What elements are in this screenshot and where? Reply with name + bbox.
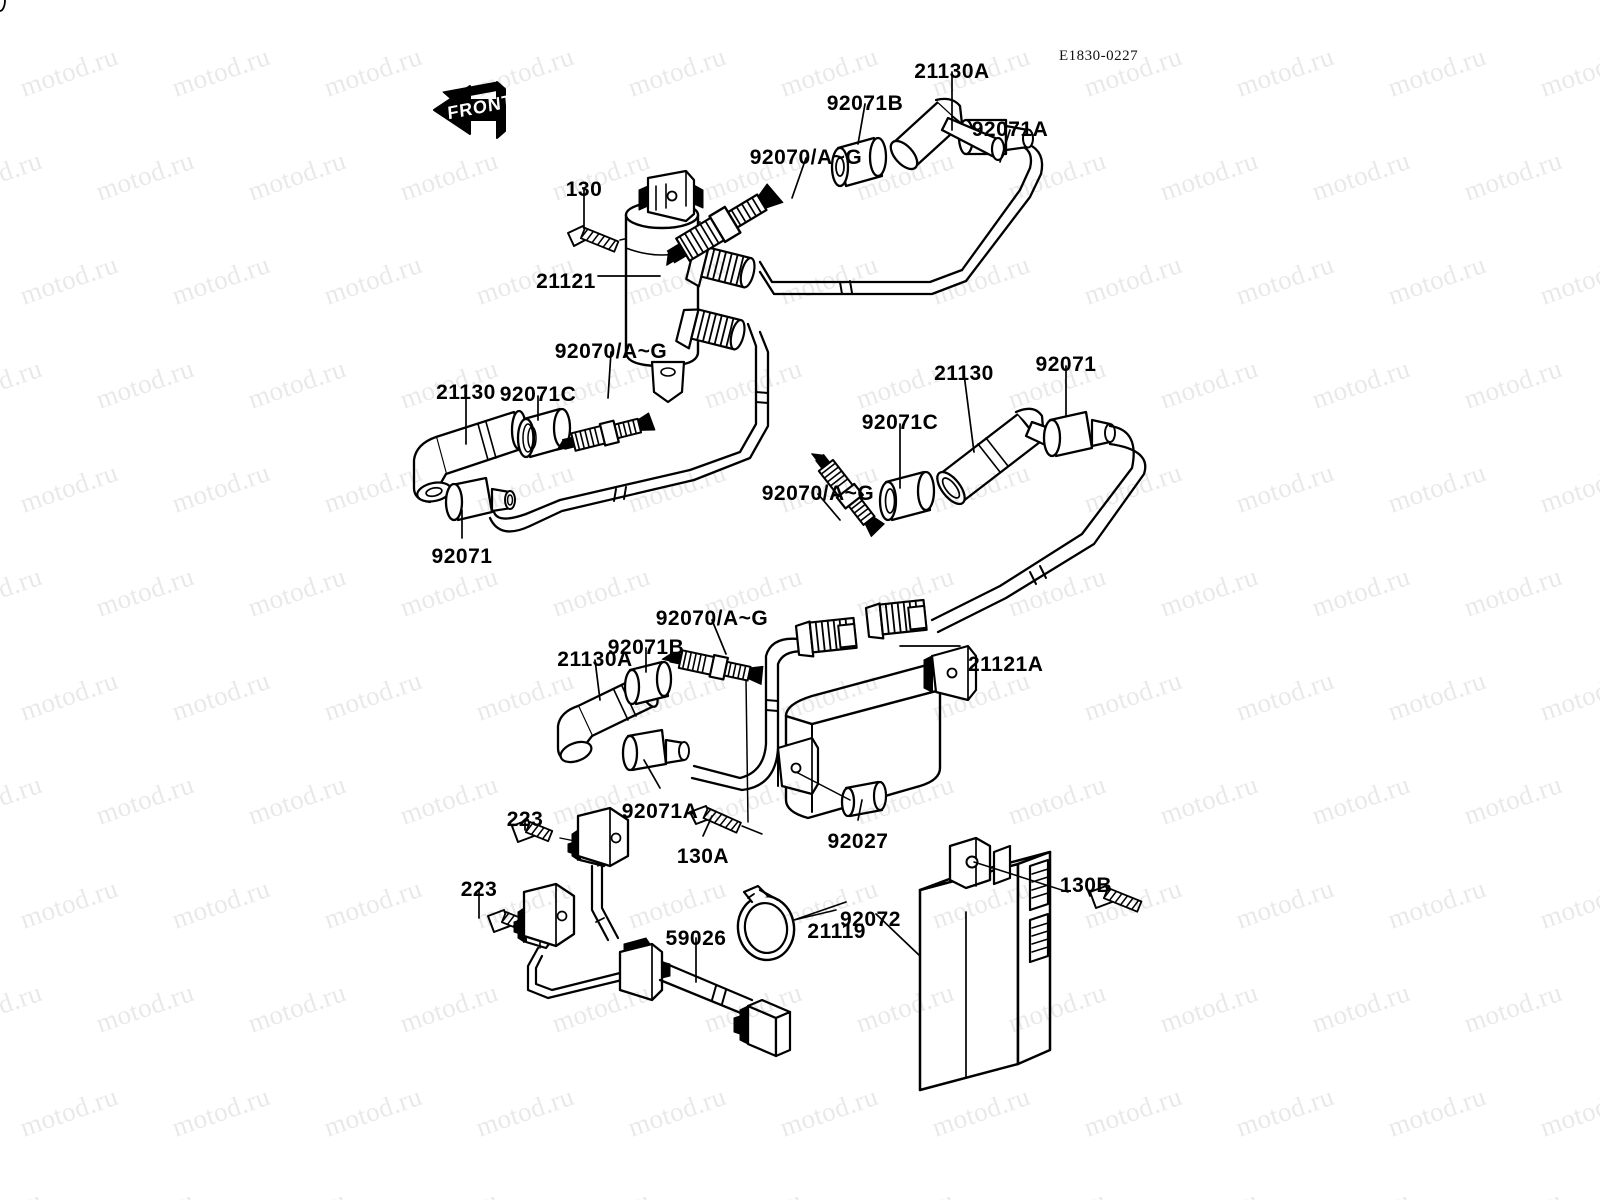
lbl-92071b-low: 92071B [607,636,685,659]
ht-lead-upper-right [758,142,1044,296]
pickup-lead-wires [526,864,626,1000]
bolt-130b [0,0,1143,913]
lbl-92070-low: 92070/A~G [655,607,769,630]
boot-92071-left [444,476,516,522]
diagram-code: E1830-0227 [1059,48,1139,64]
lbl-92071-left: 92071 [431,545,493,568]
spark-plug-92070-right [811,453,885,538]
pickup-coil-upper [567,806,630,868]
bolt-130a [689,679,763,835]
boot-92071b-upper [830,136,888,188]
lbl-92070-left: 92070/A~G [554,340,668,363]
lbl-21130a-low: 21130A [557,648,633,671]
lbl-92071a-low: 92071A [621,800,699,823]
lbl-21130a-top: 21130A [914,60,990,83]
lbl-130a: 130A [676,845,730,868]
lbl-92071c-right: 92071C [861,411,939,434]
lbl-92027: 92027 [827,830,889,853]
boot-92071-right [1042,410,1116,458]
lbl-92071c-left: 92071C [499,383,577,406]
ignition-coil-21121 [624,169,756,404]
lbl-130: 130 [565,178,603,201]
leader-lines [461,71,1091,983]
collar-92027 [795,771,888,818]
lbl-92071-right: 92071 [1035,353,1097,376]
band-clamp-92072 [736,884,837,962]
front-arrow-marker [433,81,506,139]
boot-92071a-lower [621,728,690,772]
lbl-92070-top: 92070/A~G [749,146,863,169]
lbl-92071b-top: 92071B [826,92,904,115]
ic-igniter-21119 [918,836,1069,1092]
lbl-21121a: 21121A [968,653,1044,676]
lbl-21130-left: 21130 [436,381,496,404]
lbl-59026: 59026 [665,927,727,950]
cable-59026 [658,960,792,1058]
lbl-92070-right: 92070/A~G [761,482,875,505]
boot-92071c-left [516,407,572,459]
lbl-21121: 21121 [536,270,596,293]
lbl-92072: 92072 [840,908,901,931]
lbl-21130-right: 21130 [934,362,994,385]
boot-92071b-lower [623,660,673,706]
boot-92071c-right [878,470,936,522]
plug-cap-21130-left [412,409,528,504]
lbl-21119: 21119 [807,920,866,943]
lbl-223-lower: 223 [460,878,498,901]
spark-plug-92070-upper [666,183,784,266]
ht-lead-lower-left [488,322,770,533]
screw-223-upper [511,819,581,843]
spark-plug-92070-left [556,412,656,452]
plug-cap-21130-right [936,407,1066,506]
pickup-coil-lower [513,882,576,950]
spark-plug-92070-lower [661,649,764,685]
lbl-130b: 130B [1059,874,1113,897]
ht-lead-right-to-coil [930,424,1147,634]
lbl-223-upper: 223 [506,808,544,831]
wire-connector-block [618,937,671,1002]
lbl-92071a-top: 92071A [971,118,1049,141]
ignition-coil-21121a [776,598,978,820]
